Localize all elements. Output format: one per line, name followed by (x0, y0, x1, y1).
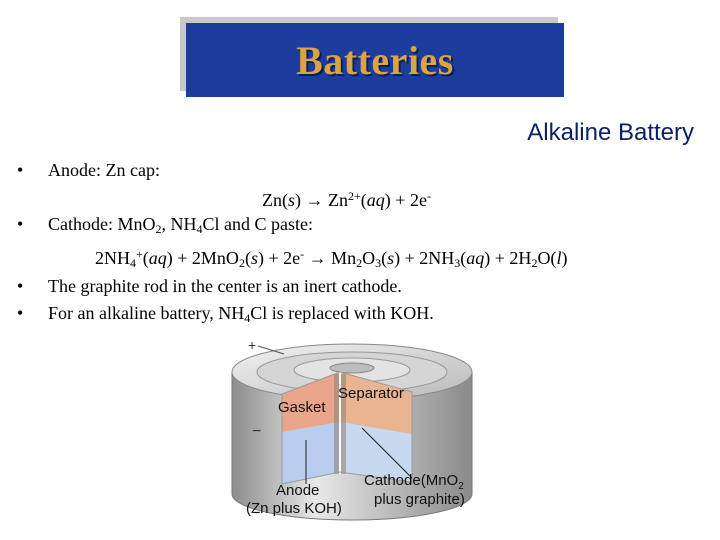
gasket-region (282, 372, 340, 432)
anode-sublabel: (Zn plus KOH) (246, 500, 342, 517)
bullet-marker: • (17, 303, 24, 323)
anode-text: Anode: Zn cap: (48, 160, 160, 180)
graphite-text: The graphite rod in the center is an ine… (48, 276, 402, 296)
title-box: Batteries (186, 23, 564, 97)
separator-label: Separator (338, 385, 404, 402)
slide-subtitle: Alkaline Battery (527, 119, 694, 146)
gasket-label: Gasket (278, 399, 326, 416)
bullet-marker: • (17, 160, 24, 180)
plus-terminal-label: + (248, 337, 256, 353)
bullet-marker: • (17, 214, 24, 234)
minus-terminal-label: − (252, 423, 261, 440)
cathode-lower (340, 422, 412, 482)
plus-terminal-line (257, 345, 285, 355)
cathode-text: Cathode: MnO2, NH4Cl and C paste: (48, 214, 313, 236)
cathode-equation: 2NH4+(aq) + 2MnO2(s) + 2e- → Mn2O3(s) + … (95, 247, 568, 270)
cutaway-outline (281, 371, 413, 485)
battery-cutaway-diagram: + − Gasket Separator Anode (Zn plus KOH)… (231, 337, 473, 521)
anode-equation: Zn(s) → Zn2+(aq) + 2e- (262, 189, 431, 210)
can-top-pip (329, 362, 375, 374)
anode-region (282, 422, 340, 484)
anode-label: Anode (276, 482, 319, 499)
cathode-label: Cathode(MnO2 (364, 472, 464, 492)
slide-title: Batteries (296, 37, 454, 83)
cathode-sublabel: plus graphite) (374, 491, 465, 508)
bullet-marker: • (17, 276, 24, 296)
alkaline-text: For an alkaline battery, NH4Cl is replac… (48, 303, 434, 325)
cathode-leader (361, 427, 413, 479)
